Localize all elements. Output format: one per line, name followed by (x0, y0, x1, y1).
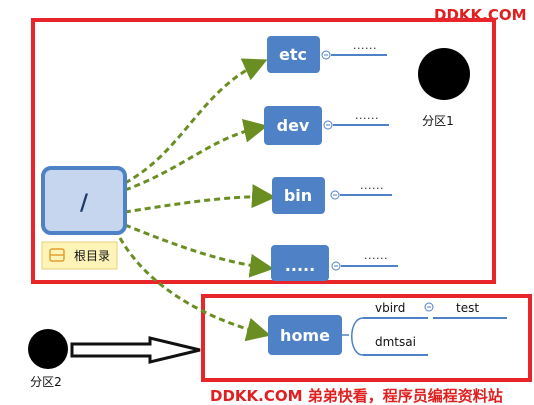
root-tag-label: 根目录 (74, 249, 110, 263)
folder-icon (49, 248, 65, 262)
partition1-label: 分区1 (422, 114, 454, 128)
arrow-root-more (124, 223, 274, 278)
partition1-frame (31, 18, 496, 284)
arrow-root-home (118, 237, 271, 342)
node-home (268, 315, 342, 355)
node-more-label: ..... (285, 256, 315, 275)
partition2-frame (201, 294, 532, 382)
node-home-label: home (280, 326, 330, 345)
node-more (271, 245, 329, 281)
node-dev (264, 106, 322, 145)
home-entry-dmtsai: dmtsai (375, 335, 416, 349)
bin-dots: ...... (360, 179, 384, 192)
node-etc-label: etc (279, 45, 307, 64)
partition2-label: 分区2 (30, 375, 62, 389)
partition1-disk-icon (418, 48, 470, 100)
mount-arrow (70, 336, 201, 364)
node-bin-label: bin (284, 186, 312, 205)
arrow-root-etc (124, 58, 268, 185)
etc-dots: ...... (353, 39, 377, 52)
root-label: / (80, 191, 89, 216)
watermark-bottom: DDKK.COM 弟弟快看，程序员编程资料站 (210, 387, 503, 405)
node-dev-label: dev (277, 116, 310, 135)
dev-dots: ...... (355, 109, 379, 122)
arrow-root-bin (124, 184, 276, 214)
node-bin (272, 177, 325, 214)
node-etc (267, 36, 320, 73)
arrow-root-dev (124, 118, 268, 192)
root-node (41, 166, 127, 235)
home-entry-vbird: vbird (375, 301, 405, 315)
more-dots: ...... (364, 249, 388, 262)
home-sub-test: test (456, 301, 479, 315)
partition2-disk-icon (28, 329, 68, 369)
